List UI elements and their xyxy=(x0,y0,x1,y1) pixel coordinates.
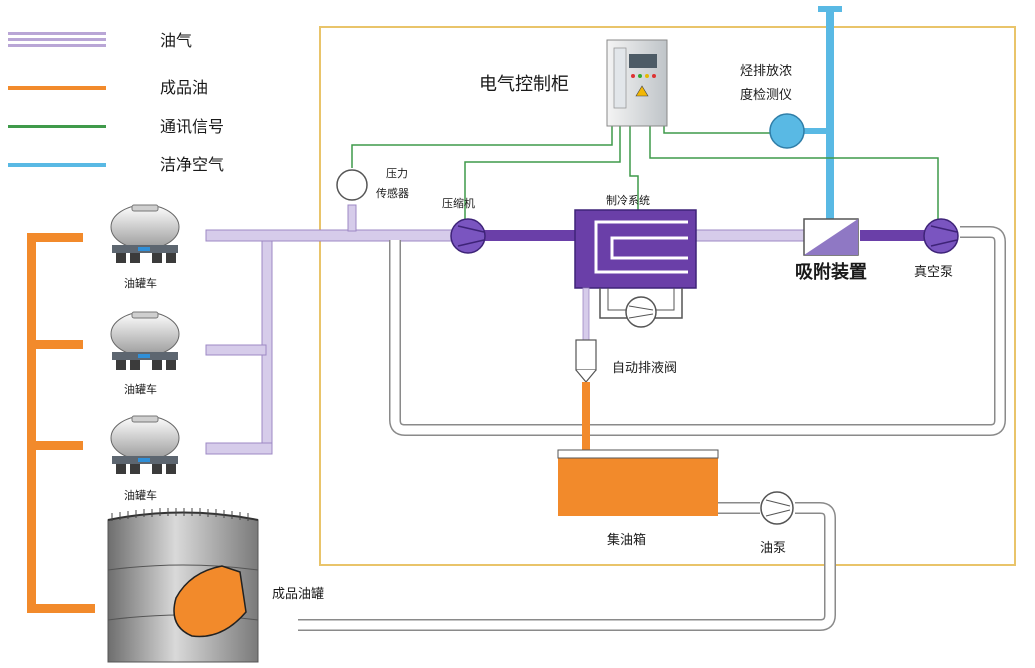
auto-valve-label: 自动排液阀 xyxy=(612,361,677,376)
tanker-label: 油罐车 xyxy=(124,488,157,502)
oil-pump-icon xyxy=(760,491,794,525)
legend-label-oil-gas: 油气 xyxy=(160,31,192,50)
gas-detector-label: 度检测仪 xyxy=(740,87,792,103)
process-line xyxy=(484,230,926,241)
refrigeration-unit xyxy=(574,209,697,328)
product-oil-pipe xyxy=(298,502,836,631)
legend-label-clean-air: 洁净空气 xyxy=(160,155,224,174)
legend-label-product-oil: 成品油 xyxy=(160,78,208,97)
tanker-label: 油罐车 xyxy=(124,276,157,290)
legend: 油气 成品油 通讯信号 洁净空气 xyxy=(8,31,224,174)
auto-drain-valve xyxy=(575,287,597,452)
product-oil-bracket xyxy=(27,233,95,613)
refrigeration-label: 制冷系统 xyxy=(606,194,650,207)
adsorption-unit xyxy=(803,218,859,256)
compressor-label: 压缩机 xyxy=(442,196,475,210)
tanker-truck xyxy=(110,204,180,263)
pressure-sensor-icon xyxy=(336,169,368,201)
electric-cabinet-label: 电气控制柜 xyxy=(479,74,569,95)
legend-item-signal: 通讯信号 xyxy=(8,117,224,136)
legend-label-signal: 通讯信号 xyxy=(160,117,224,136)
oil-level-cutaway xyxy=(173,565,247,638)
return-loop xyxy=(389,226,1006,436)
gas-detector-icon xyxy=(769,113,805,149)
vacuum-pump-label: 真空泵 xyxy=(914,265,953,280)
tanker-truck xyxy=(110,415,180,474)
legend-item-oil-gas: 油气 xyxy=(8,31,192,50)
oil-gas-manifold xyxy=(205,204,809,455)
clean-air-vent xyxy=(790,6,842,225)
electric-cabinet xyxy=(606,39,668,127)
legend-item-clean-air: 洁净空气 xyxy=(8,155,224,174)
product-tank-label: 成品油罐 xyxy=(272,587,324,602)
gas-detector-label: 烃排放浓 xyxy=(740,64,792,79)
pressure-sensor-label: 压力 xyxy=(386,167,408,180)
compressor-icon xyxy=(450,218,486,254)
oil-pump-label: 油泵 xyxy=(760,541,786,556)
vacuum-pump-icon xyxy=(923,218,959,254)
tanker-label: 油罐车 xyxy=(124,382,157,396)
legend-item-product-oil: 成品油 xyxy=(8,78,208,97)
pressure-sensor-label: 传感器 xyxy=(376,187,409,200)
product-oil-tank xyxy=(107,508,259,663)
adsorption-label: 吸附装置 xyxy=(795,261,867,283)
signal-lines xyxy=(351,125,939,222)
equipment-frame xyxy=(319,26,1016,566)
tanker-truck xyxy=(110,311,180,370)
oil-tank-label: 集油箱 xyxy=(607,532,646,548)
oil-collection-tank xyxy=(557,449,719,516)
